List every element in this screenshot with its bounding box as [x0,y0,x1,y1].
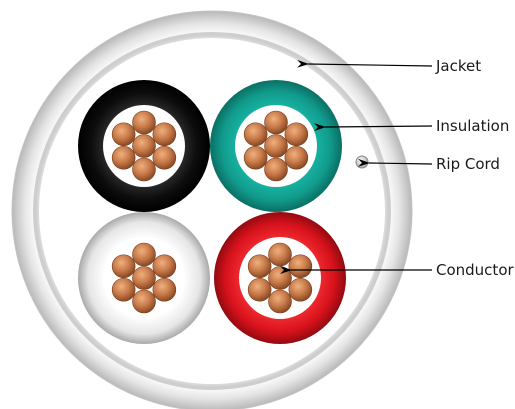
copper-strand [132,242,156,267]
copper-strand [247,277,272,302]
copper-strand [264,157,288,182]
copper-strand [111,254,136,279]
copper-strand [268,289,292,314]
copper-strand [111,145,136,170]
white-insulated-conductor [78,212,210,344]
red-insulated-conductor [214,212,346,344]
jacket-label: Jacket [435,57,481,75]
rip-cord-label: Rip Cord [436,155,500,173]
conductor-label: Conductor [436,261,514,279]
copper-strand [264,110,288,135]
copper-strand [152,122,177,147]
copper-strand [243,145,268,170]
copper-strand [152,145,177,170]
copper-strand [132,157,156,182]
black-insulated-conductor [78,80,210,212]
copper-strand [132,110,156,135]
copper-strand [111,122,136,147]
copper-strand [288,254,313,279]
copper-strand [243,122,268,147]
copper-strand [111,277,136,302]
teal-insulated-conductor [210,80,342,212]
copper-strand [152,277,177,302]
copper-strand [288,277,313,302]
copper-strand [268,242,292,267]
jacket-callout-line [296,59,433,68]
rip-cord-callout-line [357,158,433,167]
insulation-callout-line [313,123,433,132]
copper-strand [264,134,288,158]
copper-strand [268,266,292,290]
rip-cord [355,155,369,169]
copper-strand [284,145,309,170]
copper-strand [132,134,156,158]
copper-strand [152,254,177,279]
callout-lines [280,59,433,274]
copper-strand [132,266,156,290]
insulation-label: Insulation [436,117,509,135]
jacket [11,10,413,409]
conductors-group [78,80,346,344]
copper-strand [132,289,156,314]
copper-strand [247,254,272,279]
copper-strand [284,122,309,147]
